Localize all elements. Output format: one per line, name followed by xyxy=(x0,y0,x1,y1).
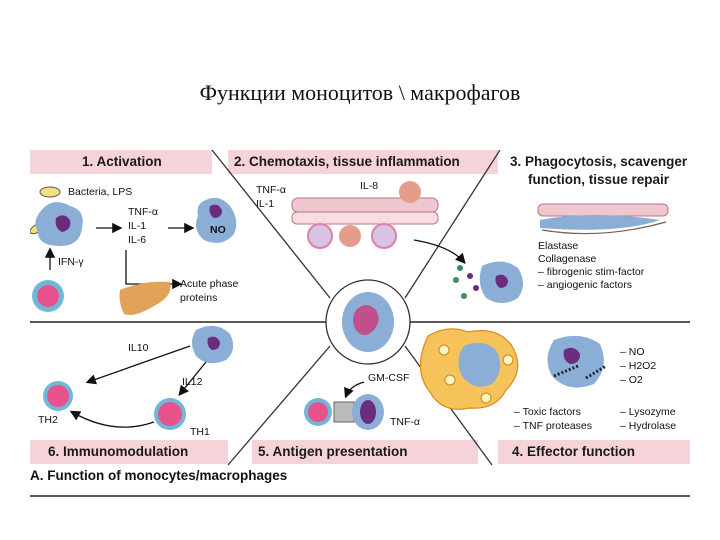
mhc-complex xyxy=(333,401,355,423)
th2-core xyxy=(47,385,69,407)
activation-label: 1. Activation xyxy=(82,154,162,169)
no-macrophage xyxy=(196,197,237,243)
debris-dot xyxy=(473,285,479,291)
diagonal-divider-right xyxy=(404,150,501,299)
antigen-label: 5. Antigen presentation xyxy=(258,444,408,459)
tnf-label: TNF-α xyxy=(128,206,158,218)
target-cell xyxy=(502,354,514,366)
phagocytosis-label-line2: function, tissue repair xyxy=(528,172,670,187)
target-cell xyxy=(444,374,456,386)
gmcsf-arrow xyxy=(344,381,365,399)
gmcsf-label: GM-CSF xyxy=(368,372,410,384)
antigen-tnf-label: TNF-α xyxy=(390,416,420,428)
acute-proteins-label: proteins xyxy=(180,292,218,304)
debris-dot xyxy=(467,273,473,279)
killer-nucleus xyxy=(563,347,580,364)
figure-caption: A. Function of monocytes/macrophages xyxy=(30,468,288,483)
chemotaxis-cell xyxy=(307,223,333,249)
parasite-shape xyxy=(553,364,579,378)
bacteria-label: Bacteria, LPS xyxy=(68,186,133,198)
effector-header-band xyxy=(498,440,690,464)
central-nucleus xyxy=(353,305,379,335)
angiogenic-label: – angiogenic factors xyxy=(538,279,632,291)
target-cell xyxy=(480,392,492,404)
th2-label: TH2 xyxy=(38,414,58,426)
il1-label: IL-1 xyxy=(128,220,147,232)
fibrogenic-label: – fibrogenic stim-factor xyxy=(538,266,645,278)
no-label: NO xyxy=(210,224,226,236)
collagenase-label: Collagenase xyxy=(538,253,597,265)
chemotaxis-migration-arrow xyxy=(413,239,466,264)
activation-nucleus xyxy=(55,215,71,232)
chemotaxis-label: 2. Chemotaxis, tissue inflammation xyxy=(234,154,460,169)
activation-header-band xyxy=(30,150,212,174)
diagonal-divider-lower-left xyxy=(227,345,331,466)
lysozyme-label: – Lysozyme xyxy=(620,406,676,418)
il10-arrow xyxy=(85,345,191,385)
h2o2-label: – H2O2 xyxy=(620,360,657,372)
il6-label: IL-6 xyxy=(128,234,147,246)
il8-label: IL-8 xyxy=(360,180,379,192)
hydrolase-label: – Hydrolase xyxy=(620,420,677,432)
il10-label: IL10 xyxy=(128,342,149,354)
target-cell xyxy=(438,344,450,356)
toxic-factors-label: – Toxic factors xyxy=(514,406,581,418)
scavenger-nucleus xyxy=(495,274,508,288)
effector-label: 4. Effector function xyxy=(512,444,636,459)
chemotaxis-il1-label: IL-1 xyxy=(256,198,275,210)
repair-fiber xyxy=(541,221,667,235)
th1-th2-arrow xyxy=(69,410,155,428)
slide-title: Функции моноцитов \ макрофагов xyxy=(199,80,521,105)
elastase-label: Elastase xyxy=(538,240,579,252)
immunomodulation-header-band xyxy=(30,440,228,464)
endothelium-strip xyxy=(291,211,439,225)
debris-dot xyxy=(453,277,459,283)
macrophage-function-diagram: 1. Activation Bacteria, LPS TNF-α IL-1 I… xyxy=(30,150,690,502)
presenting-nucleus xyxy=(360,400,376,424)
il12-label: IL12 xyxy=(182,376,203,388)
tissue-repair-macrophage xyxy=(540,215,660,230)
activation-lymphocyte-core xyxy=(37,285,59,307)
debris-dot xyxy=(461,293,467,299)
bacteria-shape xyxy=(39,186,61,198)
no-nucleus xyxy=(209,204,222,218)
ifn-label: IFN-γ xyxy=(58,256,84,268)
presenting-t-core xyxy=(308,402,328,422)
immuno-nucleus xyxy=(207,336,220,350)
th1-core xyxy=(158,402,182,426)
arrow-to-liver xyxy=(125,250,183,290)
diagonal-divider-left xyxy=(211,150,331,299)
chemotaxis-header-band xyxy=(228,150,498,174)
tnf-proteases-label: – TNF proteases xyxy=(514,420,593,432)
o2-label: – O2 xyxy=(620,374,643,386)
il12-arrow xyxy=(178,361,207,397)
effector-macrophage xyxy=(458,342,501,387)
chemotaxis-cell xyxy=(371,223,397,249)
chemotaxis-cell xyxy=(339,225,361,247)
tissue-strip xyxy=(537,203,669,217)
immunomodulation-label: 6. Immunomodulation xyxy=(48,444,189,459)
chemotaxis-tnf-label: TNF-α xyxy=(256,184,286,196)
debris-dot xyxy=(457,265,463,271)
th1-label: TH1 xyxy=(190,426,210,438)
no-effector-label: – NO xyxy=(620,346,645,358)
liver-shape xyxy=(119,281,171,315)
diagram-graphics xyxy=(30,150,690,497)
phagocytosis-label-line1: 3. Phagocytosis, scavenger xyxy=(510,154,688,169)
antigen-header-band xyxy=(252,440,478,464)
chemotaxis-granulocyte xyxy=(399,181,421,203)
acute-phase-label: Acute phase xyxy=(180,278,239,290)
